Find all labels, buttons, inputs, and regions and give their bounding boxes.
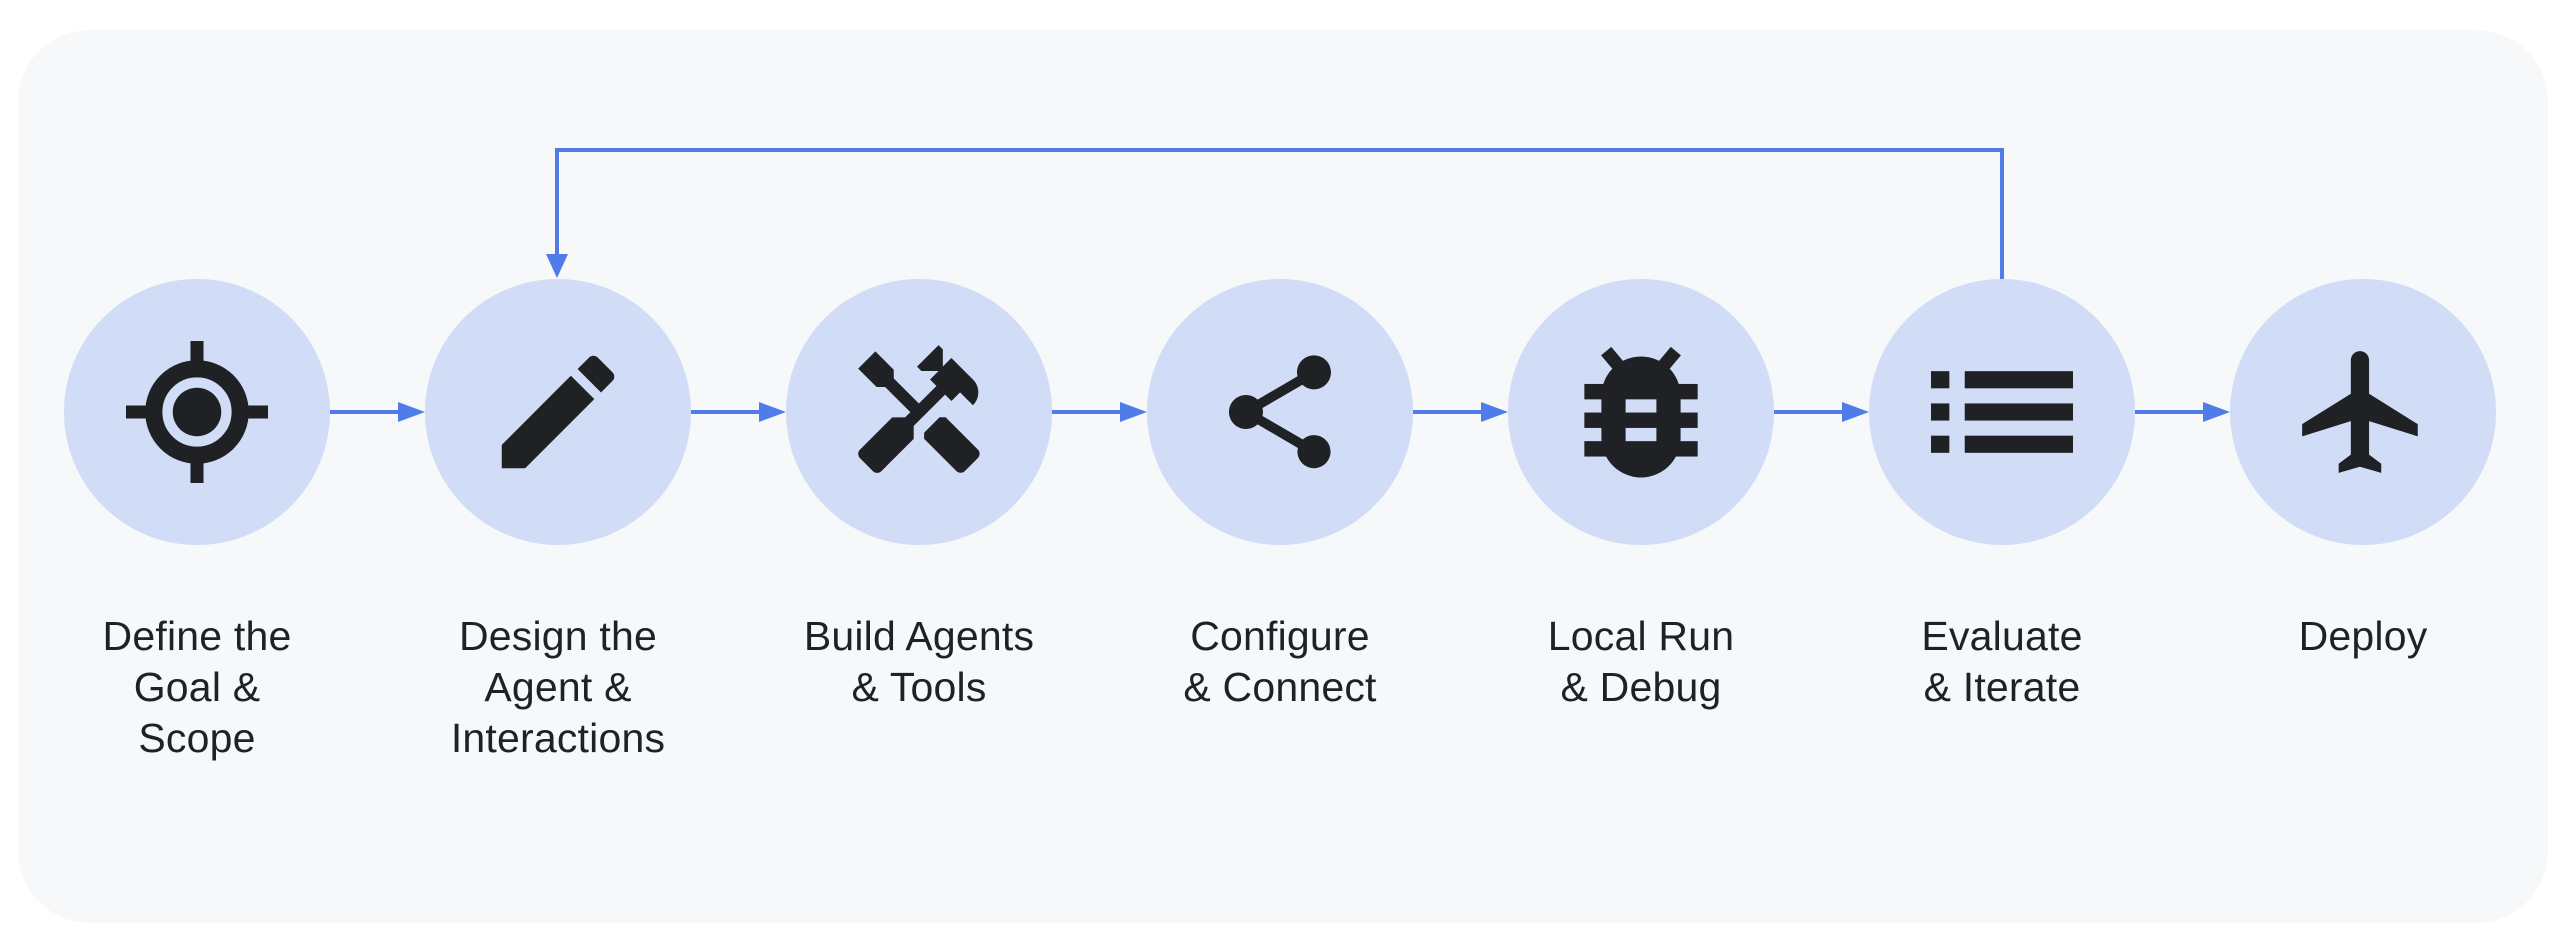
step-circle (1869, 279, 2135, 545)
step-label: Evaluate & Iterate (1921, 613, 2083, 710)
arrowhead-icon (398, 402, 425, 422)
share-icon (1229, 355, 1331, 469)
tools-icon (858, 345, 980, 473)
arrow-build-to-configure (1052, 400, 1147, 424)
arrow-shaft (2135, 410, 2206, 414)
feedback-loop-arrowhead-icon (546, 254, 568, 278)
arrow-shaft (1052, 410, 1123, 414)
arrow-shaft (330, 410, 401, 414)
step-node-build-agents-tools: Build Agents & Tools (769, 279, 1069, 713)
step-circle (786, 279, 1052, 545)
list-icon (1931, 371, 2073, 453)
feedback-loop-horizontal-line (555, 148, 2004, 152)
step-node-local-run-debug: Local Run & Debug (1491, 279, 1791, 713)
step-label: Design the Agent & Interactions (450, 613, 666, 761)
arrowhead-icon (2203, 402, 2230, 422)
bug-icon (1584, 346, 1698, 478)
step-node-evaluate-iterate: Evaluate & Iterate (1852, 279, 2152, 713)
target-icon (126, 341, 268, 483)
step-label: Configure & Connect (1183, 613, 1377, 710)
arrow-evaluate-to-deploy (2135, 400, 2230, 424)
arrow-define-to-design (330, 400, 425, 424)
step-circle (2230, 279, 2496, 545)
pencil-icon (501, 355, 615, 469)
arrow-design-to-build (691, 400, 786, 424)
step-label: Build Agents & Tools (803, 613, 1035, 710)
feedback-loop-left-vertical-line (555, 148, 559, 254)
step-node-design-agent-interactions: Design the Agent & Interactions (408, 279, 708, 764)
arrowhead-icon (1842, 402, 1869, 422)
step-circle (425, 279, 691, 545)
arrow-configure-to-run (1413, 400, 1508, 424)
airplane-icon (2302, 351, 2418, 473)
arrow-shaft (1413, 410, 1484, 414)
arrow-run-to-evaluate (1774, 400, 1869, 424)
step-label: Deploy (2298, 613, 2428, 659)
step-label: Define the Goal & Scope (102, 613, 292, 761)
step-node-define-goal-scope: Define the Goal & Scope (47, 279, 347, 764)
step-circle (1147, 279, 1413, 545)
feedback-loop-right-vertical-line (2000, 148, 2004, 279)
step-circle (64, 279, 330, 545)
arrow-shaft (691, 410, 762, 414)
step-circle (1508, 279, 1774, 545)
arrow-shaft (1774, 410, 1845, 414)
step-node-deploy: Deploy (2213, 279, 2513, 662)
arrowhead-icon (1120, 402, 1147, 422)
step-label: Local Run & Debug (1547, 613, 1735, 710)
step-node-configure-connect: Configure & Connect (1130, 279, 1430, 713)
arrowhead-icon (1481, 402, 1508, 422)
arrowhead-icon (759, 402, 786, 422)
